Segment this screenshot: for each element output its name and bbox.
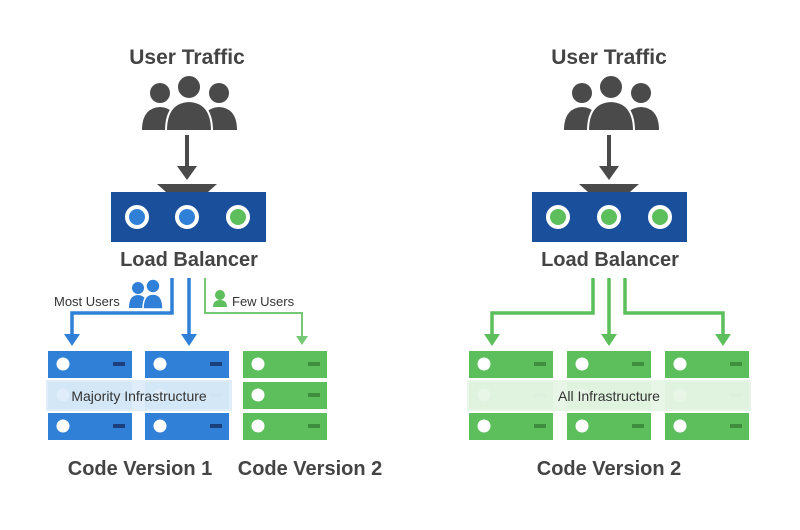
- few-users-icon: [213, 290, 227, 307]
- right-users-icon: [564, 74, 659, 132]
- most-users-label: Most Users: [54, 294, 120, 309]
- most-users-arrow: [70, 278, 174, 338]
- right-traffic-arrow: [599, 135, 619, 180]
- few-users-arrow: [204, 278, 303, 340]
- most-users-arrowhead: [64, 334, 80, 346]
- blue-arrow-2: [181, 278, 197, 346]
- all-infrastructure-band: [467, 380, 751, 411]
- majority-infrastructure-band: [46, 380, 232, 411]
- code-version-2-right-label: Code Version 2: [537, 458, 682, 480]
- all-infrastructure-label: All Infrastructure: [558, 388, 660, 404]
- server-stack-green-left: [243, 351, 327, 440]
- left-traffic-title: User Traffic: [129, 46, 245, 69]
- left-users-icon: [142, 74, 237, 132]
- most-users-icon: [129, 278, 164, 310]
- code-version-2-left-label: Code Version 2: [238, 458, 383, 480]
- right-traffic-title: User Traffic: [551, 46, 667, 69]
- right-load-balancer: [532, 184, 687, 242]
- left-load-balancer-label: Load Balancer: [120, 249, 258, 271]
- majority-infrastructure-label: Majority Infrastructure: [71, 388, 207, 404]
- left-load-balancer: [111, 184, 266, 242]
- right-load-balancer-label: Load Balancer: [541, 249, 679, 271]
- left-traffic-arrow: [177, 135, 197, 180]
- right-arrowheads: [484, 334, 731, 346]
- right-panel: User Traffic Load Balancer: [467, 46, 751, 480]
- code-version-1-label: Code Version 1: [68, 458, 213, 480]
- left-panel: User Traffic Load Balancer: [46, 46, 382, 480]
- few-users-arrowhead: [296, 336, 308, 345]
- few-users-label: Few Users: [232, 294, 295, 309]
- right-routing-arrows: [490, 278, 725, 338]
